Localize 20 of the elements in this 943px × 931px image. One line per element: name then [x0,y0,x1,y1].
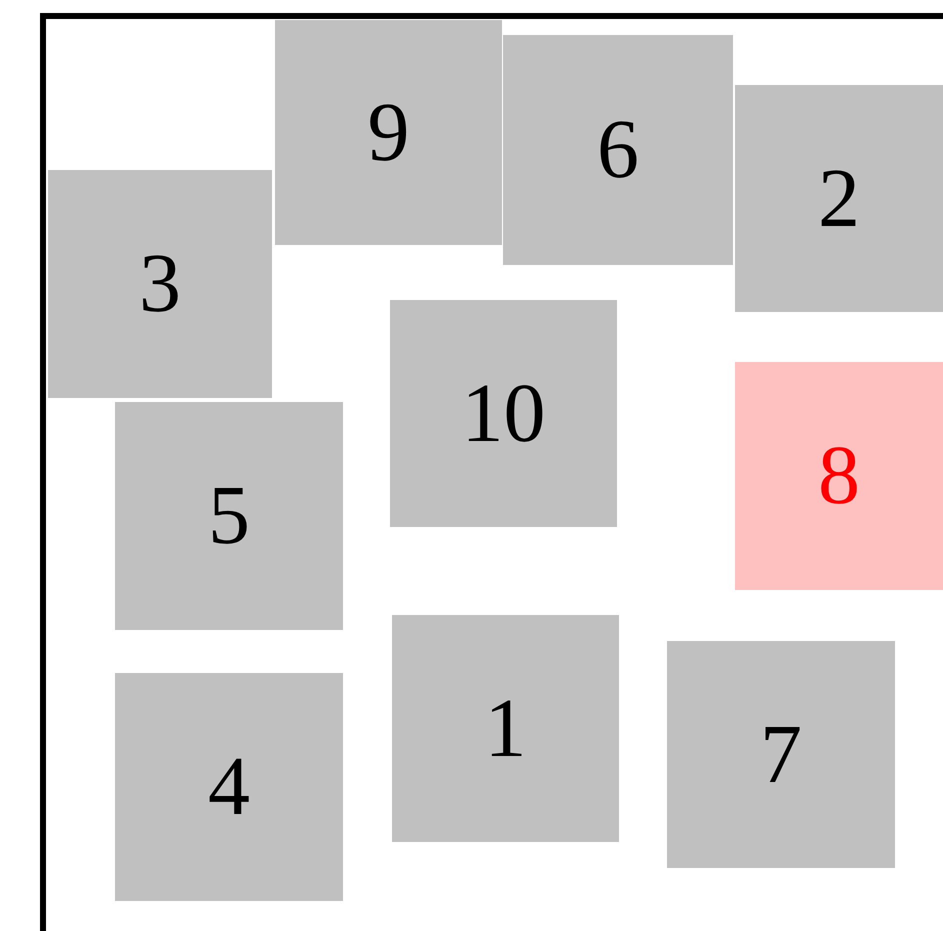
square-tile [48,170,272,398]
tile-number: 6 [597,108,639,192]
square-tile [735,85,943,312]
square-tile [392,615,619,842]
tile-number: 4 [208,745,250,829]
tile-number: 2 [818,156,860,240]
tile-number: 3 [139,242,181,326]
square-tile [503,35,733,265]
tile-number: 1 [484,686,526,770]
square-tile [115,673,343,901]
tile-number: 9 [368,90,410,174]
square-tile [390,300,617,527]
square-tile [115,402,343,630]
tile-number: 10 [462,372,546,456]
tile-number: 5 [208,474,250,558]
square-tile [667,641,895,868]
square-tile [275,20,502,245]
highlighted-square [735,362,943,590]
tile-number: 7 [760,712,802,796]
tile-number: 8 [818,434,860,518]
